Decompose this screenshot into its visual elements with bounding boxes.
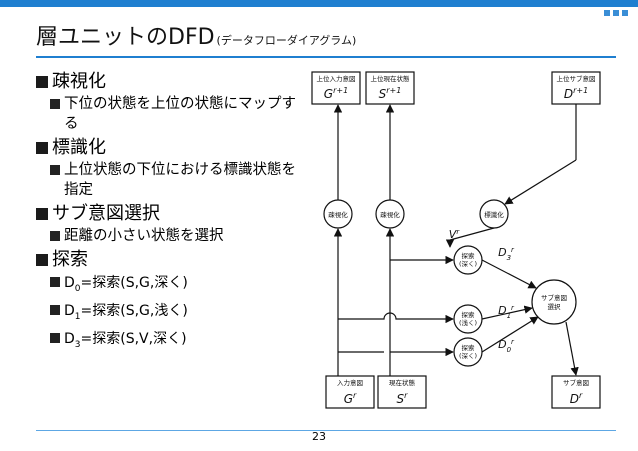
flow-label-d3: D3r bbox=[498, 246, 515, 262]
slide-title-main: 層ユニットのDFD bbox=[36, 25, 215, 50]
top-accent-bar bbox=[0, 0, 638, 7]
bullet-list: 疎視化 下位の状態を上位の状態にマップする 標識化 上位状態の下位における標識状… bbox=[36, 68, 308, 355]
square-bullet-icon bbox=[50, 231, 60, 241]
slide-title-sub: (データフローダイアグラム) bbox=[216, 34, 357, 47]
sub-bullet: 距離の小さい状態を選択 bbox=[50, 226, 308, 246]
circle-label: 標識化 bbox=[484, 210, 504, 219]
circle-label: 選択 bbox=[548, 302, 562, 311]
circle-label: 探索 bbox=[462, 251, 476, 260]
bullet-labeling: 標識化 bbox=[36, 136, 308, 160]
flow-label-v: Vr bbox=[449, 228, 461, 241]
box-subgoal bbox=[551, 375, 601, 409]
box-label: サブ意図 bbox=[563, 378, 589, 387]
square-bullet-icon bbox=[50, 99, 60, 109]
flow-label-d1: D1r bbox=[498, 304, 515, 320]
box-label: 上位サブ意図 bbox=[557, 74, 596, 83]
circle-label: 探索 bbox=[462, 343, 476, 352]
square-bullet-icon bbox=[50, 304, 60, 315]
box-input-goal bbox=[325, 375, 375, 409]
box-current-state bbox=[377, 375, 427, 409]
bullet-search: 探索 bbox=[36, 248, 308, 272]
square-bullet-icon bbox=[50, 332, 60, 343]
sub-bullet-text: D3=探索(S,V,深く) bbox=[64, 330, 187, 350]
sub-bullet-d1: D1=探索(S,G,浅く) bbox=[50, 300, 308, 328]
circle-label: (浅く) bbox=[459, 318, 477, 327]
box-label: 現在状態 bbox=[389, 378, 416, 387]
corner-tab bbox=[622, 10, 628, 16]
bullet-label: サブ意図選択 bbox=[52, 203, 160, 224]
box-var: Gr bbox=[344, 391, 357, 406]
bullet-label: 標識化 bbox=[52, 137, 106, 158]
square-bullet-icon bbox=[36, 76, 48, 88]
box-label: 上位入力意図 bbox=[317, 74, 356, 83]
box-var: Sr bbox=[397, 391, 409, 406]
box-var: Gr+1 bbox=[324, 86, 348, 101]
sub-bullet-text: D0=探索(S,G,深く) bbox=[64, 275, 188, 294]
circle-label: 探索 bbox=[462, 310, 476, 319]
square-bullet-icon bbox=[36, 208, 48, 220]
corner-tabs bbox=[604, 10, 628, 16]
sub-bullet-text: 距離の小さい状態を選択 bbox=[64, 228, 224, 244]
sub-bullet-text: 下位の状態を上位の状態にマップする bbox=[64, 96, 296, 132]
sub-bullet: 上位状態の下位における標識状態を指定 bbox=[50, 160, 308, 200]
box-upper-input-goal bbox=[311, 71, 361, 105]
corner-tab bbox=[604, 10, 610, 16]
square-bullet-icon bbox=[50, 165, 60, 175]
page-number: 23 bbox=[312, 430, 326, 443]
square-bullet-icon bbox=[36, 254, 48, 266]
bullet-coarsen: 疎視化 bbox=[36, 70, 308, 94]
circle-subgoal-select bbox=[531, 279, 577, 325]
box-var: Dr+1 bbox=[564, 86, 588, 101]
slide-title: 層ユニットのDFD (データフローダイアグラム) bbox=[36, 20, 356, 50]
box-var: Dr bbox=[570, 391, 583, 406]
sub-bullet-text: D1=探索(S,G,浅く) bbox=[64, 302, 188, 322]
circle-label: 疎視化 bbox=[328, 210, 348, 219]
box-upper-current-state bbox=[365, 71, 415, 105]
circle-label: サブ意図 bbox=[541, 293, 567, 302]
sub-bullet: 下位の状態を上位の状態にマップする bbox=[50, 94, 308, 134]
sub-bullet-d3: D3=探索(S,V,深く) bbox=[50, 328, 308, 356]
circle-label: (深く) bbox=[459, 351, 477, 360]
bullet-subgoal-select: サブ意図選択 bbox=[36, 202, 308, 226]
sub-bullet-d0: D0=探索(S,G,深く) bbox=[50, 272, 308, 300]
bullet-label: 疎視化 bbox=[52, 71, 106, 92]
circle-label: (深く) bbox=[459, 259, 477, 268]
box-label: 上位現在状態 bbox=[371, 74, 411, 83]
title-underline bbox=[36, 56, 616, 58]
bullet-label: 探索 bbox=[52, 249, 88, 270]
sub-bullet-text: 上位状態の下位における標識状態を指定 bbox=[64, 162, 296, 198]
footer-rule bbox=[36, 430, 616, 431]
square-bullet-icon bbox=[50, 277, 60, 287]
flow-label-d0: D0r bbox=[498, 338, 515, 354]
box-var: Sr+1 bbox=[379, 86, 402, 101]
square-bullet-icon bbox=[36, 142, 48, 154]
circle-label: 疎視化 bbox=[380, 210, 400, 219]
dfd-diagram: 上位入力意図 上位現在状態 上位サブ意図 入力意図 現在状態 サブ意図 疎視化 … bbox=[311, 71, 601, 409]
box-label: 入力意図 bbox=[337, 378, 363, 387]
corner-tab bbox=[613, 10, 619, 16]
